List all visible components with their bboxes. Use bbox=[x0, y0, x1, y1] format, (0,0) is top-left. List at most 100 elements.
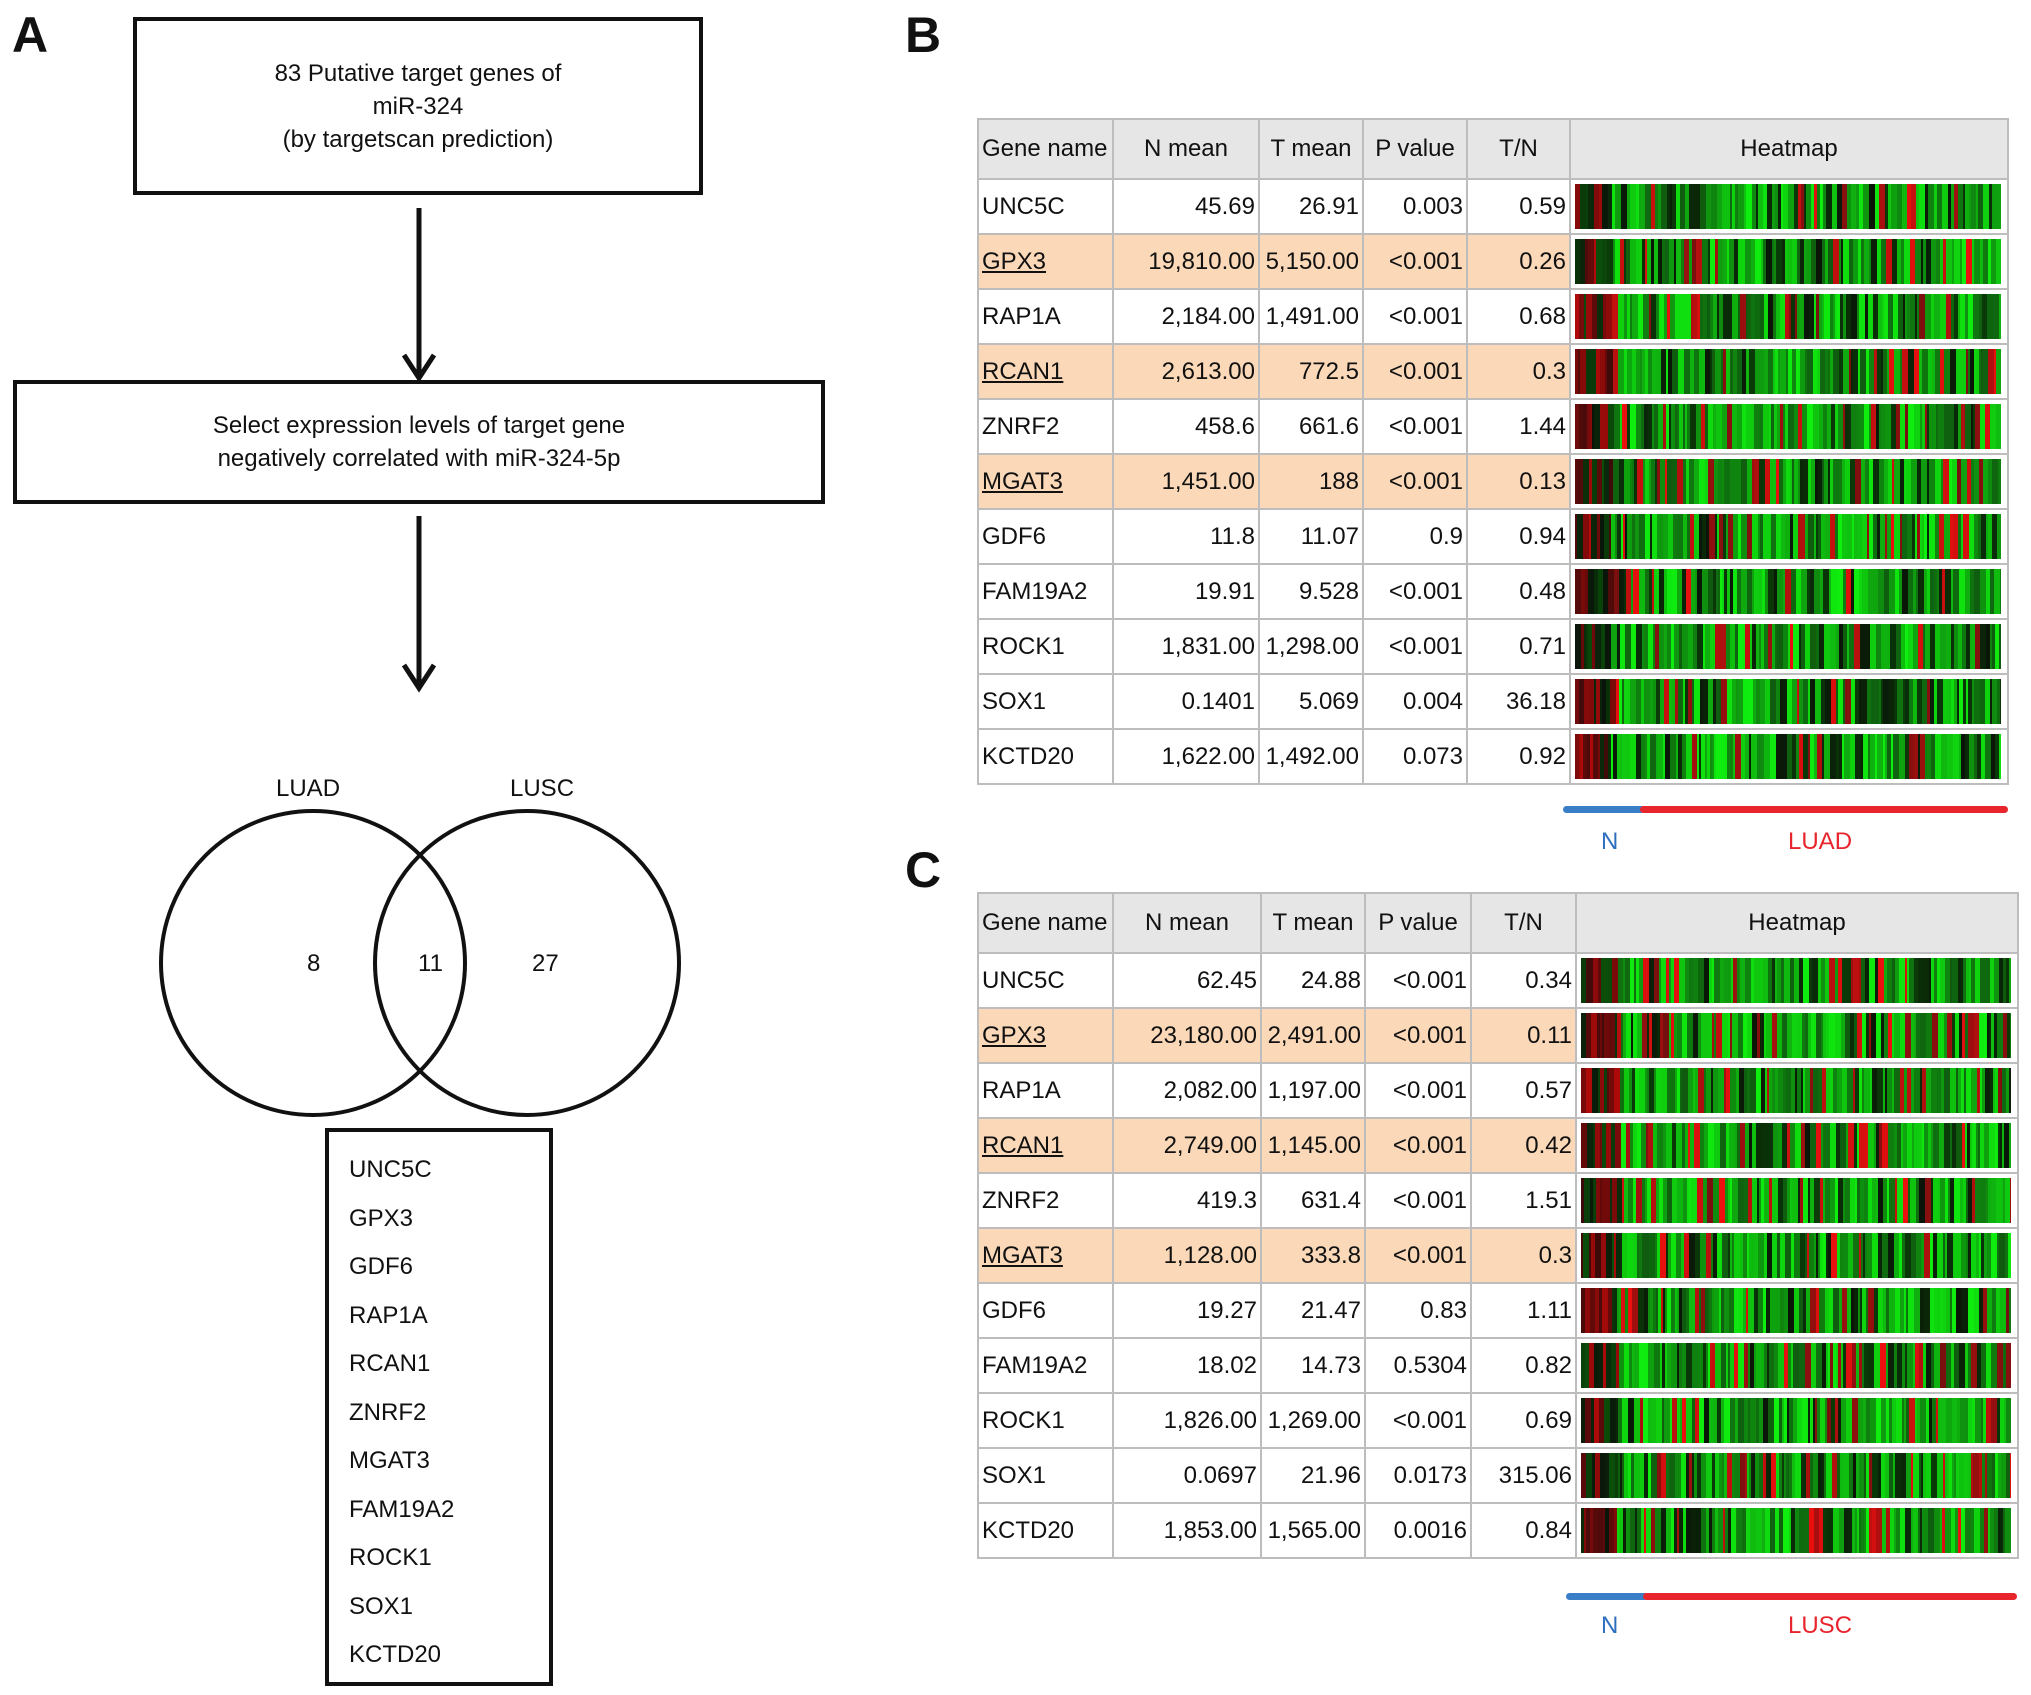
cell-p-value-text: 0.83 bbox=[1420, 1296, 1467, 1324]
cell-p-value: 0.0173 bbox=[1364, 1447, 1472, 1504]
cell-t-mean: 1,298.00 bbox=[1258, 618, 1364, 675]
cell-p-value: <0.001 bbox=[1362, 398, 1468, 455]
cell-n-mean: 2,613.00 bbox=[1112, 343, 1260, 400]
cell-tn-ratio-text: 315.06 bbox=[1498, 1461, 1572, 1489]
cell-n-mean-text: 2,613.00 bbox=[1161, 357, 1255, 385]
heatmap-strip bbox=[1575, 404, 2001, 449]
cell-gene-name-text: GDF6 bbox=[982, 522, 1047, 550]
cell-heatmap bbox=[1575, 1282, 2019, 1339]
cell-n-mean-text: 23,180.00 bbox=[1150, 1021, 1257, 1049]
panel-letter-c: C bbox=[905, 842, 942, 898]
cell-gene-name-text: RCAN1 bbox=[982, 357, 1064, 385]
cell-n-mean-text: 2,082.00 bbox=[1163, 1076, 1257, 1104]
heatmap-strip bbox=[1581, 1398, 2011, 1443]
cell-gene-name: MGAT3 bbox=[977, 453, 1114, 510]
heatmap-strip bbox=[1581, 1288, 2011, 1333]
cell-gene-name: RAP1A bbox=[977, 288, 1114, 345]
cell-p-value-text: 0.0173 bbox=[1393, 1461, 1467, 1489]
cell-heatmap bbox=[1569, 398, 2009, 455]
cell-tn-ratio: 0.42 bbox=[1470, 1117, 1577, 1174]
venn-label-luad: LUAD bbox=[276, 775, 341, 802]
cell-tn-ratio-text: 0.82 bbox=[1525, 1351, 1572, 1379]
heatmap-strip bbox=[1575, 679, 2001, 724]
cell-t-mean: 1,197.00 bbox=[1260, 1062, 1366, 1119]
cell-t-mean-text: 21.96 bbox=[1300, 1461, 1361, 1489]
cell-heatmap bbox=[1575, 1447, 2019, 1504]
flow-box-selection: Select expression levels of target gene … bbox=[13, 380, 825, 504]
cell-n-mean: 1,622.00 bbox=[1112, 728, 1260, 785]
cell-tn-ratio-text: 0.13 bbox=[1519, 467, 1566, 495]
panel-letter-a: A bbox=[12, 7, 49, 63]
cell-p-value: <0.001 bbox=[1362, 343, 1468, 400]
cell-t-mean: 1,492.00 bbox=[1258, 728, 1364, 785]
cell-tn-ratio-text: 0.48 bbox=[1519, 577, 1566, 605]
cell-gene-name-text: ZNRF2 bbox=[982, 412, 1060, 440]
cell-heatmap bbox=[1575, 1392, 2019, 1449]
cell-tn-ratio-text: 1.44 bbox=[1519, 412, 1566, 440]
cell-p-value-text: 0.9 bbox=[1429, 522, 1463, 550]
cell-t-mean: 11.07 bbox=[1258, 508, 1364, 565]
cell-t-mean-text: 1,491.00 bbox=[1265, 302, 1359, 330]
flow-arrows bbox=[401, 208, 437, 693]
cell-gene-name: MGAT3 bbox=[977, 1227, 1114, 1284]
cell-heatmap bbox=[1575, 1062, 2019, 1119]
cell-n-mean-text: 1,451.00 bbox=[1161, 467, 1255, 495]
cell-tn-ratio-text: 1.51 bbox=[1525, 1186, 1572, 1214]
cell-n-mean: 23,180.00 bbox=[1112, 1007, 1262, 1064]
gene-list-item: UNC5C bbox=[349, 1156, 432, 1183]
flow-box-line: negatively correlated with miR-324-5p bbox=[217, 445, 621, 472]
cell-p-value: 0.004 bbox=[1362, 673, 1468, 730]
cell-t-mean-text: 1,269.00 bbox=[1267, 1406, 1361, 1434]
cell-t-mean: 631.4 bbox=[1260, 1172, 1366, 1229]
legend-tumor-b: LUAD bbox=[1788, 828, 1853, 855]
cell-p-value: <0.001 bbox=[1362, 288, 1468, 345]
cell-n-mean-text: 1,826.00 bbox=[1163, 1406, 1257, 1434]
cell-t-mean: 188 bbox=[1258, 453, 1364, 510]
venn-label-lusc: LUSC bbox=[510, 775, 575, 802]
cell-heatmap bbox=[1575, 1172, 2019, 1229]
cell-tn-ratio: 36.18 bbox=[1466, 673, 1571, 730]
flow-box-line: Select expression levels of target gene bbox=[212, 412, 626, 439]
cell-tn-ratio-text: 0.42 bbox=[1525, 1131, 1572, 1159]
venn-diagram bbox=[159, 809, 681, 1117]
cell-n-mean: 2,082.00 bbox=[1112, 1062, 1262, 1119]
cell-tn-ratio: 0.82 bbox=[1470, 1337, 1577, 1394]
cell-n-mean-text: 19.27 bbox=[1196, 1296, 1257, 1324]
cell-heatmap bbox=[1569, 178, 2009, 235]
cell-n-mean: 62.45 bbox=[1112, 952, 1262, 1009]
cell-n-mean: 1,128.00 bbox=[1112, 1227, 1262, 1284]
cell-p-value-text: <0.001 bbox=[1392, 1076, 1467, 1104]
cell-t-mean-text: 5.069 bbox=[1298, 687, 1359, 715]
venn-circle-lusc bbox=[373, 809, 681, 1117]
cell-t-mean-text: 631.4 bbox=[1300, 1186, 1361, 1214]
cell-t-mean: 1,269.00 bbox=[1260, 1392, 1366, 1449]
cell-t-mean: 14.73 bbox=[1260, 1337, 1366, 1394]
heatmap-strip bbox=[1581, 1453, 2011, 1498]
cell-gene-name-text: KCTD20 bbox=[982, 742, 1075, 770]
cell-p-value-text: <0.001 bbox=[1392, 1021, 1467, 1049]
cell-gene-name: KCTD20 bbox=[977, 728, 1114, 785]
cell-gene-name: ZNRF2 bbox=[977, 398, 1114, 455]
header-tn: T/N bbox=[1470, 892, 1577, 954]
cell-t-mean: 1,491.00 bbox=[1258, 288, 1364, 345]
heatmap-strip bbox=[1581, 1013, 2011, 1058]
cell-n-mean-text: 458.6 bbox=[1194, 412, 1255, 440]
cell-t-mean-text: 9.528 bbox=[1298, 577, 1359, 605]
cell-tn-ratio: 0.92 bbox=[1466, 728, 1571, 785]
cell-heatmap bbox=[1575, 1502, 2019, 1559]
cell-n-mean-text: 1,128.00 bbox=[1163, 1241, 1257, 1269]
header-gene-name: Gene name bbox=[977, 118, 1114, 180]
heatmap-strip bbox=[1581, 1508, 2011, 1553]
cell-n-mean: 11.8 bbox=[1112, 508, 1260, 565]
cell-n-mean: 1,451.00 bbox=[1112, 453, 1260, 510]
cell-gene-name: GPX3 bbox=[977, 233, 1114, 290]
cell-t-mean: 21.47 bbox=[1260, 1282, 1366, 1339]
flow-box-line: 83 Putative target genes of bbox=[274, 59, 562, 87]
